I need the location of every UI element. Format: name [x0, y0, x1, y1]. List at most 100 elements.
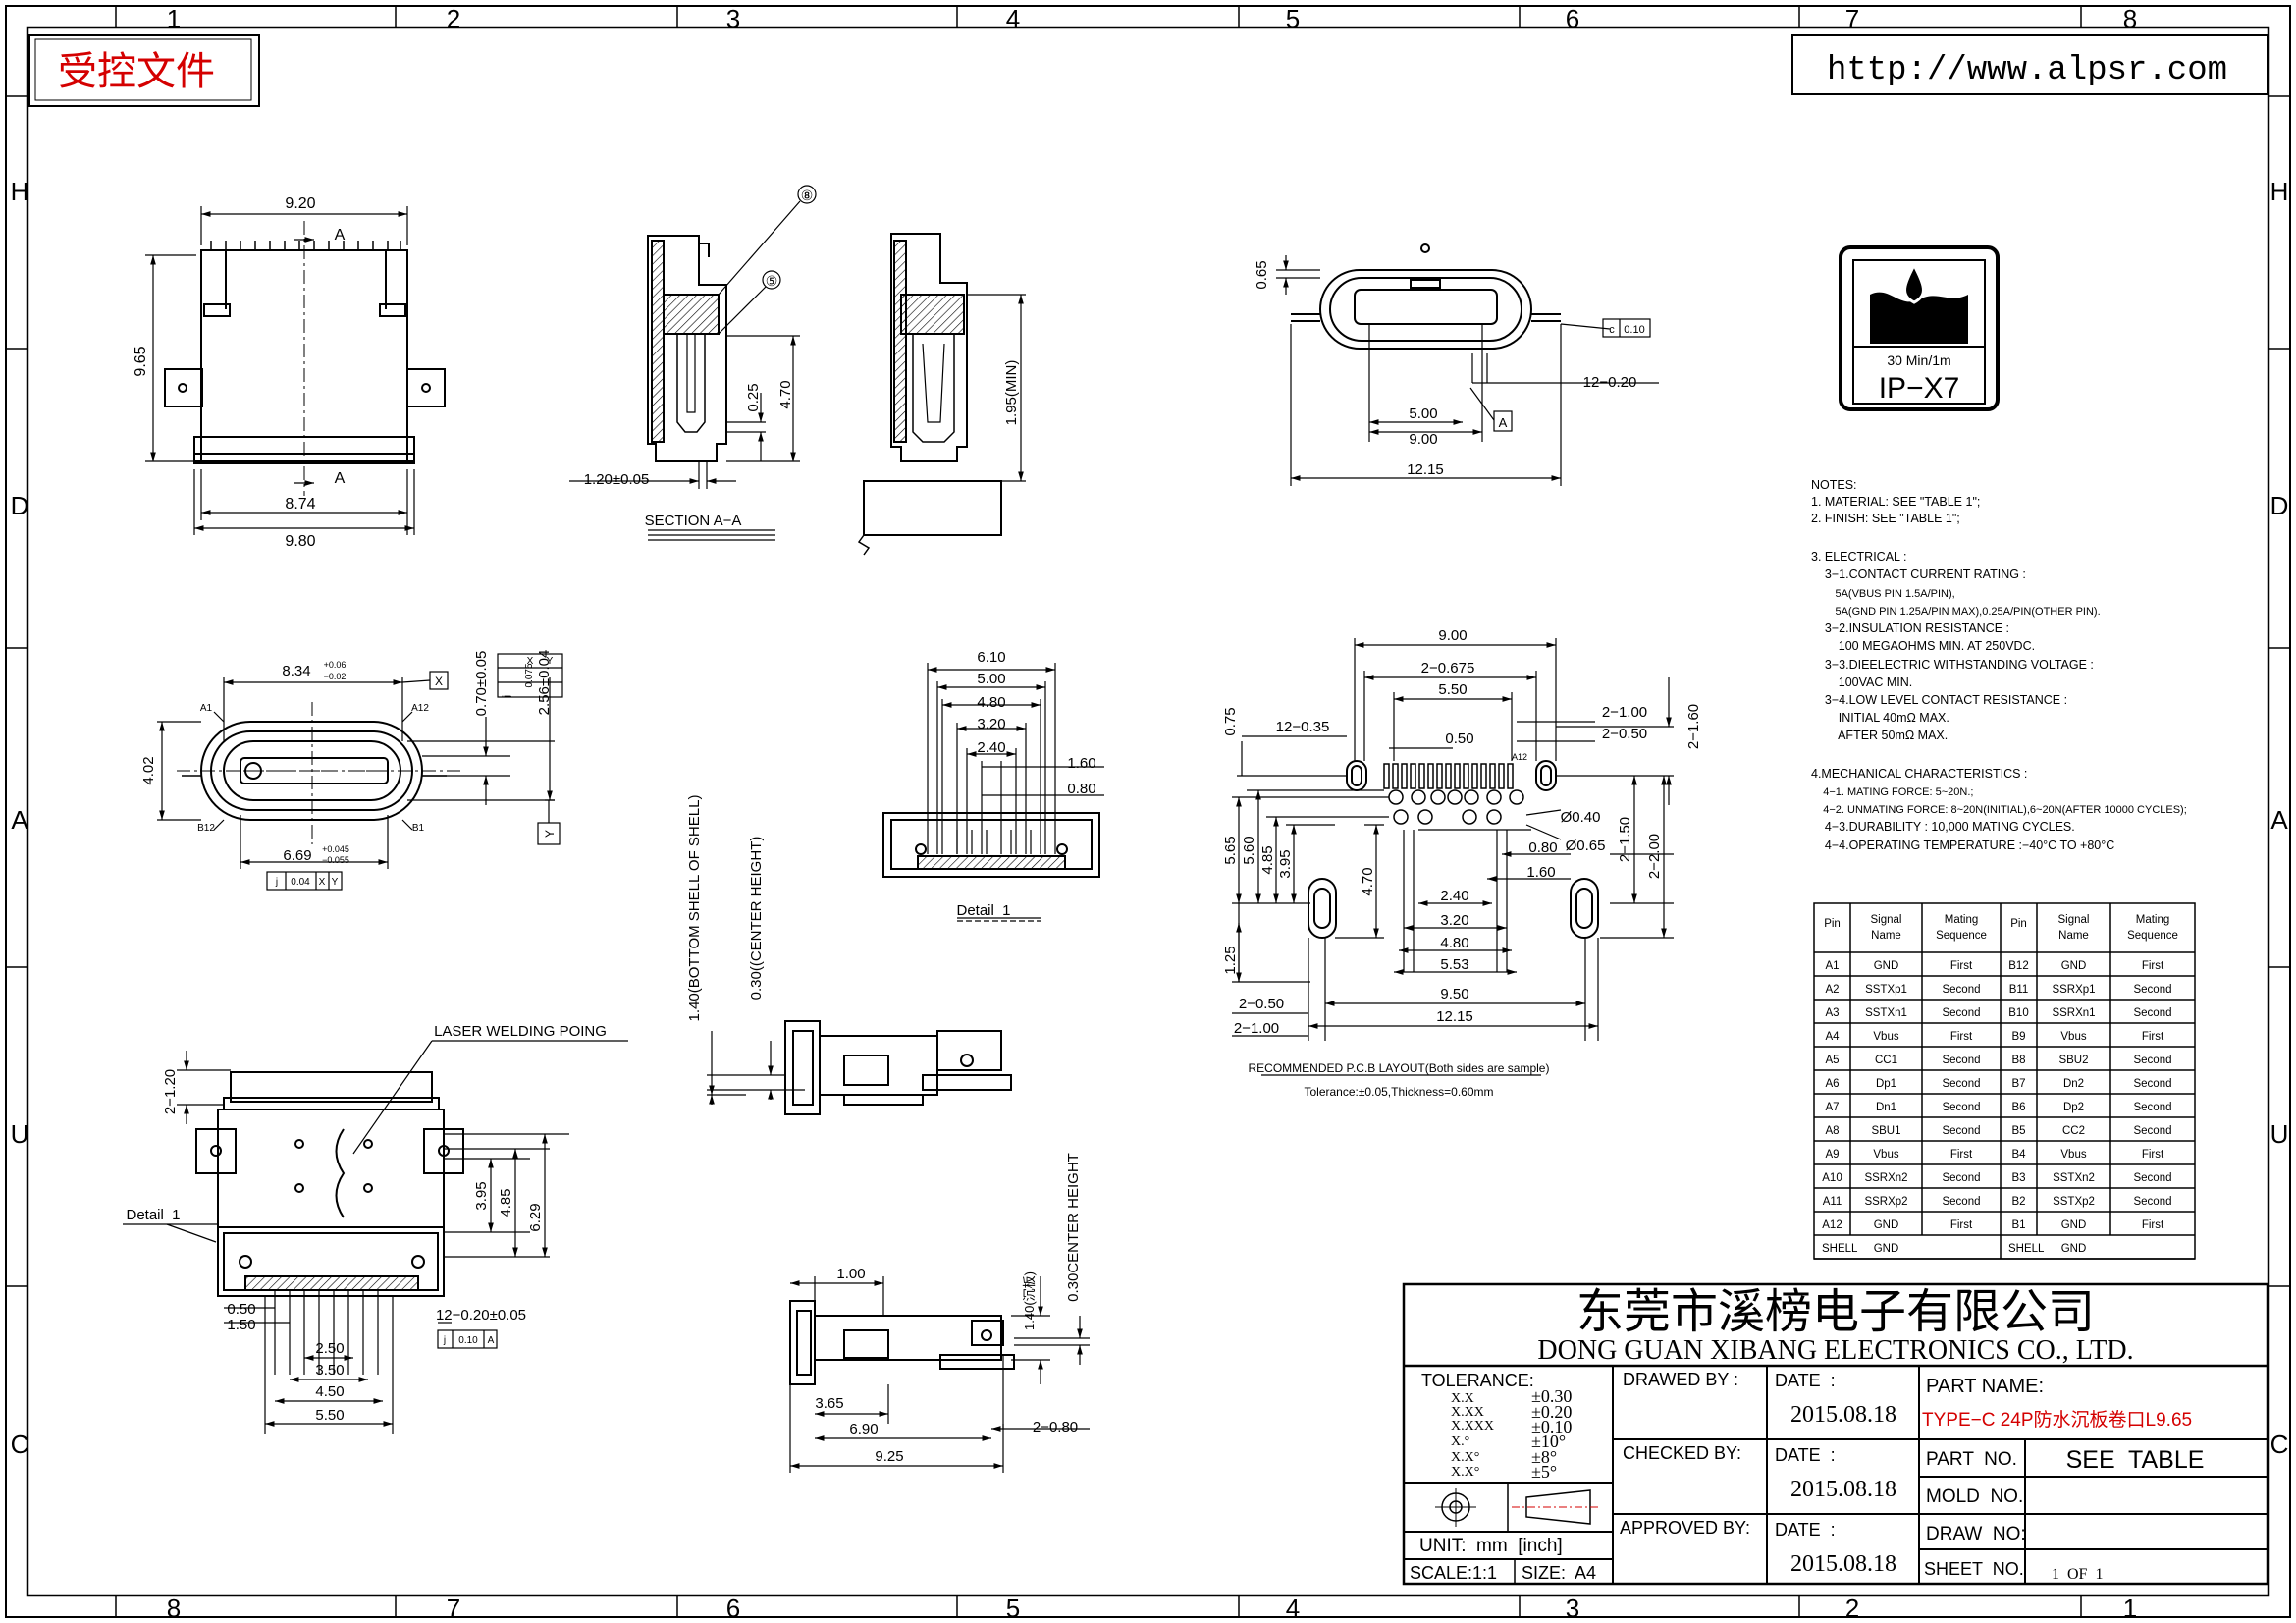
table-cell: Second [2133, 1007, 2171, 1019]
table-cell: GND [2061, 1243, 2087, 1255]
table-cell: SSTXp2 [2053, 1196, 2095, 1208]
dim-text: 1.60 [1067, 755, 1095, 772]
dim-text: 6.90 [849, 1421, 878, 1437]
table-cell: Second [1942, 1078, 1980, 1090]
table-cell: A2 [1825, 984, 1839, 996]
table-cell: First [1950, 1149, 1973, 1161]
table-cell: B9 [2011, 1031, 2025, 1043]
dim-text: 5.00 [1409, 406, 1437, 422]
dim-text: 2−1.50 [1617, 817, 1633, 862]
note-line: 3. ELECTRICAL : [1811, 550, 1907, 564]
table-cell: Vbus [2060, 1031, 2086, 1043]
dim-text: 0.50 [227, 1301, 255, 1318]
col-label: 6 [726, 1594, 740, 1623]
table-cell: Second [2133, 1125, 2171, 1137]
dim-text: 4.70 [1360, 867, 1376, 895]
pin-label: B12 [197, 823, 215, 834]
table-cell: A10 [1822, 1172, 1842, 1184]
table-cell: B5 [2011, 1125, 2025, 1137]
dim-text: 3.20 [1440, 912, 1468, 929]
dim-text: 0.30((CENTER HEIGHT) [748, 837, 765, 1001]
note-line: 4−2. UNMATING FORCE: 8~20N(INITIAL),6~20… [1811, 804, 2187, 816]
table-cell: CC2 [2062, 1125, 2085, 1137]
table-cell: Second [1942, 1125, 1980, 1137]
part-no-value: SEE TABLE [2066, 1446, 2205, 1474]
dim-text: 2−1.20 [162, 1069, 179, 1114]
top-view-labels: 9.20 9.65 8.74 9.80 A A [133, 195, 346, 550]
table-cell: Second [2133, 1102, 2171, 1113]
dim-text: 1.25 [1222, 946, 1239, 974]
note-line: 3−4.LOW LEVEL CONTACT RESISTANCE : [1811, 693, 2067, 707]
note-line: 5A(GND PIN 1.25A/PIN MAX),0.25A/PIN(OTHE… [1811, 606, 2101, 618]
table-cell: A8 [1825, 1125, 1839, 1137]
dim-text: 0.30CENTER HEIGHT [1065, 1153, 1082, 1302]
callout: ⑤ [766, 273, 778, 289]
dim-text: 12.15 [1407, 461, 1444, 478]
dim-text: 2.40 [977, 739, 1005, 756]
tol-cell: j [275, 877, 278, 888]
face-view-labels: 8.34 +0.06 −0.02 X 4.02 0.70±0.05 2.56±0… [140, 650, 557, 888]
table-cell: First [2142, 960, 2164, 972]
detail-label: Detail 1 [126, 1207, 180, 1223]
dim-text: 12−0.35 [1276, 719, 1330, 735]
dim-text: 5.60 [1241, 836, 1257, 864]
table-cell: A5 [1825, 1055, 1839, 1066]
row-label: A [2270, 805, 2288, 835]
dim-text: 2−1.60 [1685, 704, 1702, 749]
dim-text: 9.00 [1409, 431, 1437, 448]
col-label: 3 [1566, 1594, 1579, 1623]
dim-text: Ø0.40 [1561, 809, 1601, 826]
callout: ⑧ [801, 188, 814, 203]
section-view-labels: ⑧ ⑤ 0.25 4.70 1.20±0.05 SECTION A−A [584, 188, 814, 529]
bottom-side-view [707, 1020, 1012, 1115]
section-label: SECTION A−A [645, 513, 742, 529]
table-cell: A7 [1825, 1102, 1839, 1113]
dim-text: 2−1.00 [1602, 704, 1647, 721]
table-cell: Dn2 [2063, 1078, 2084, 1090]
table-cell: GND [2061, 960, 2087, 972]
tol-cell: A [488, 1335, 495, 1346]
note-line: 100VAC MIN. [1811, 676, 1912, 689]
col-label: 2 [447, 4, 460, 33]
detail-label: Detail 1 [956, 902, 1010, 919]
bottom-view [123, 1040, 628, 1434]
section-view [569, 185, 817, 541]
table-cell: GND [1874, 960, 1899, 972]
dim-text: Ø0.65 [1566, 838, 1606, 854]
tol-row-key: X.X° [1451, 1450, 1479, 1465]
table-cell: SSTXn2 [2053, 1172, 2095, 1184]
dim-text: 1.40(BOTTOM SHELL OF SHELL) [686, 795, 703, 1022]
table-cell: Second [2133, 1196, 2171, 1208]
col-label: 5 [1006, 1594, 1020, 1623]
col-label: 7 [1845, 4, 1859, 33]
front-view-labels: 0.65 12−0.20 5.00 9.00 12.15 c 0.10 A [1254, 260, 1645, 478]
table-cell: B2 [2011, 1196, 2025, 1208]
dim-text: 3.50 [315, 1362, 344, 1379]
title-block [1402, 1282, 2269, 1586]
table-cell: B10 [2008, 1007, 2028, 1019]
row-label: D [2270, 491, 2289, 520]
table-cell: Second [2133, 1078, 2171, 1090]
pin-label: A1 [200, 703, 213, 714]
table-cell: Second [2133, 1055, 2171, 1066]
dim-text: 2−2.00 [1646, 834, 1663, 879]
dim-text: 9.80 [285, 533, 315, 550]
water-drop-icon [1870, 292, 1968, 344]
dim-text: 4.85 [498, 1188, 514, 1217]
table-cell: B4 [2011, 1149, 2026, 1161]
side-view [857, 233, 1026, 556]
table-header: Sequence [2127, 930, 2178, 942]
mold-no-label: MOLD NO. [1926, 1487, 2023, 1507]
tol-row-key: X.X° [1451, 1465, 1479, 1480]
part-name-value: TYPE−C 24P防水沉板卷口L9.65 [1922, 1409, 2192, 1431]
table-cell: First [1950, 1031, 1973, 1043]
dim-text: 9.50 [1440, 986, 1468, 1002]
dim-text: 6.10 [977, 649, 1005, 666]
table-cell: A12 [1822, 1219, 1842, 1231]
dim-text: 2.56±0.04 [536, 650, 553, 716]
dim-text: 0.70±0.05 [473, 651, 490, 717]
pcb-layout-labels: 9.00 2−0.675 5.50 0.50 12−0.35 0.75 2−1.… [1222, 627, 1702, 1099]
part-name-label: PART NAME: [1926, 1376, 2044, 1397]
dim-text: 2.50 [315, 1340, 344, 1357]
